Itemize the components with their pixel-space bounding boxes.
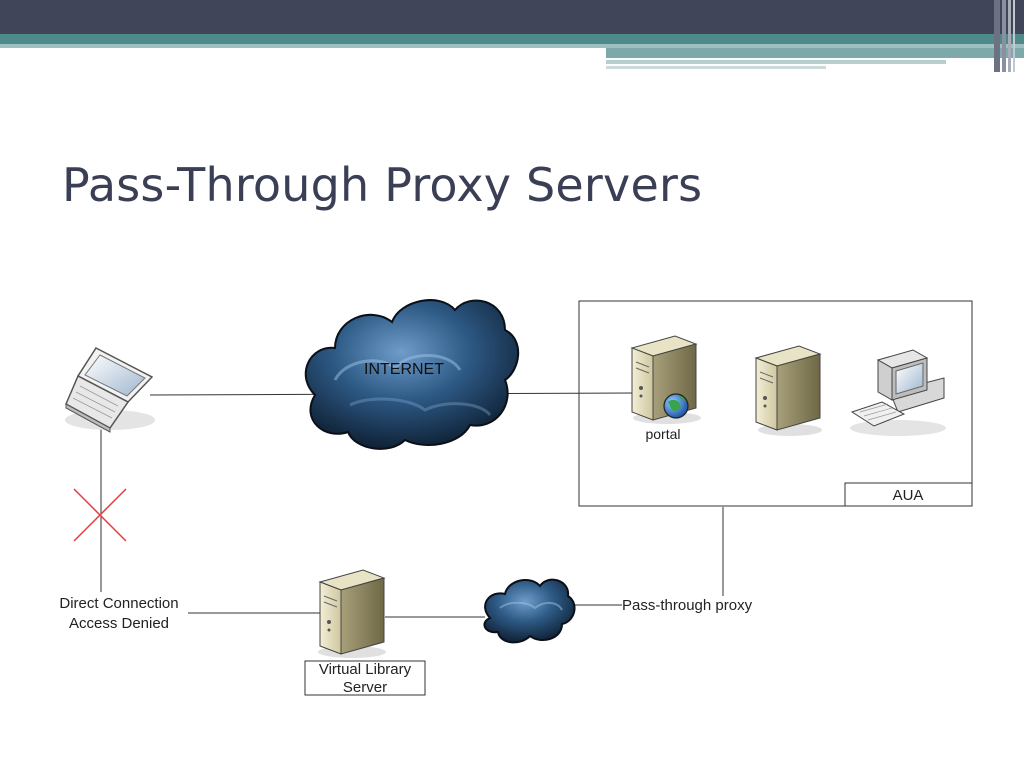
aua-label-box xyxy=(844,482,973,507)
portal-server-icon xyxy=(630,335,701,424)
server-icon xyxy=(754,345,822,436)
virtual-library-label: Virtual Library xyxy=(319,661,412,678)
access-denied-label: Access Denied xyxy=(69,615,169,632)
internet-cloud: INTERNET xyxy=(304,299,520,450)
pass-through-proxy-label: Pass-through proxy xyxy=(622,597,753,614)
laptop-icon xyxy=(65,347,155,433)
proxy-cloud xyxy=(483,578,576,644)
aua-network-box xyxy=(578,300,973,507)
slide-header-bars xyxy=(0,0,1024,72)
virtual-library-label-box xyxy=(304,660,426,696)
slide-title: Pass-Through Proxy Servers xyxy=(62,158,703,212)
direct-connection-label: Direct Connection xyxy=(59,595,178,612)
portal-label: portal xyxy=(645,426,680,442)
internet-label: INTERNET xyxy=(364,361,444,378)
globe-icon xyxy=(663,393,689,419)
aua-label: AUA xyxy=(893,487,924,504)
access-denied-cross-icon xyxy=(73,488,127,542)
desktop-computer-icon xyxy=(850,349,946,436)
server-label: Server xyxy=(343,679,387,696)
virtual-library-server-icon xyxy=(318,569,386,658)
